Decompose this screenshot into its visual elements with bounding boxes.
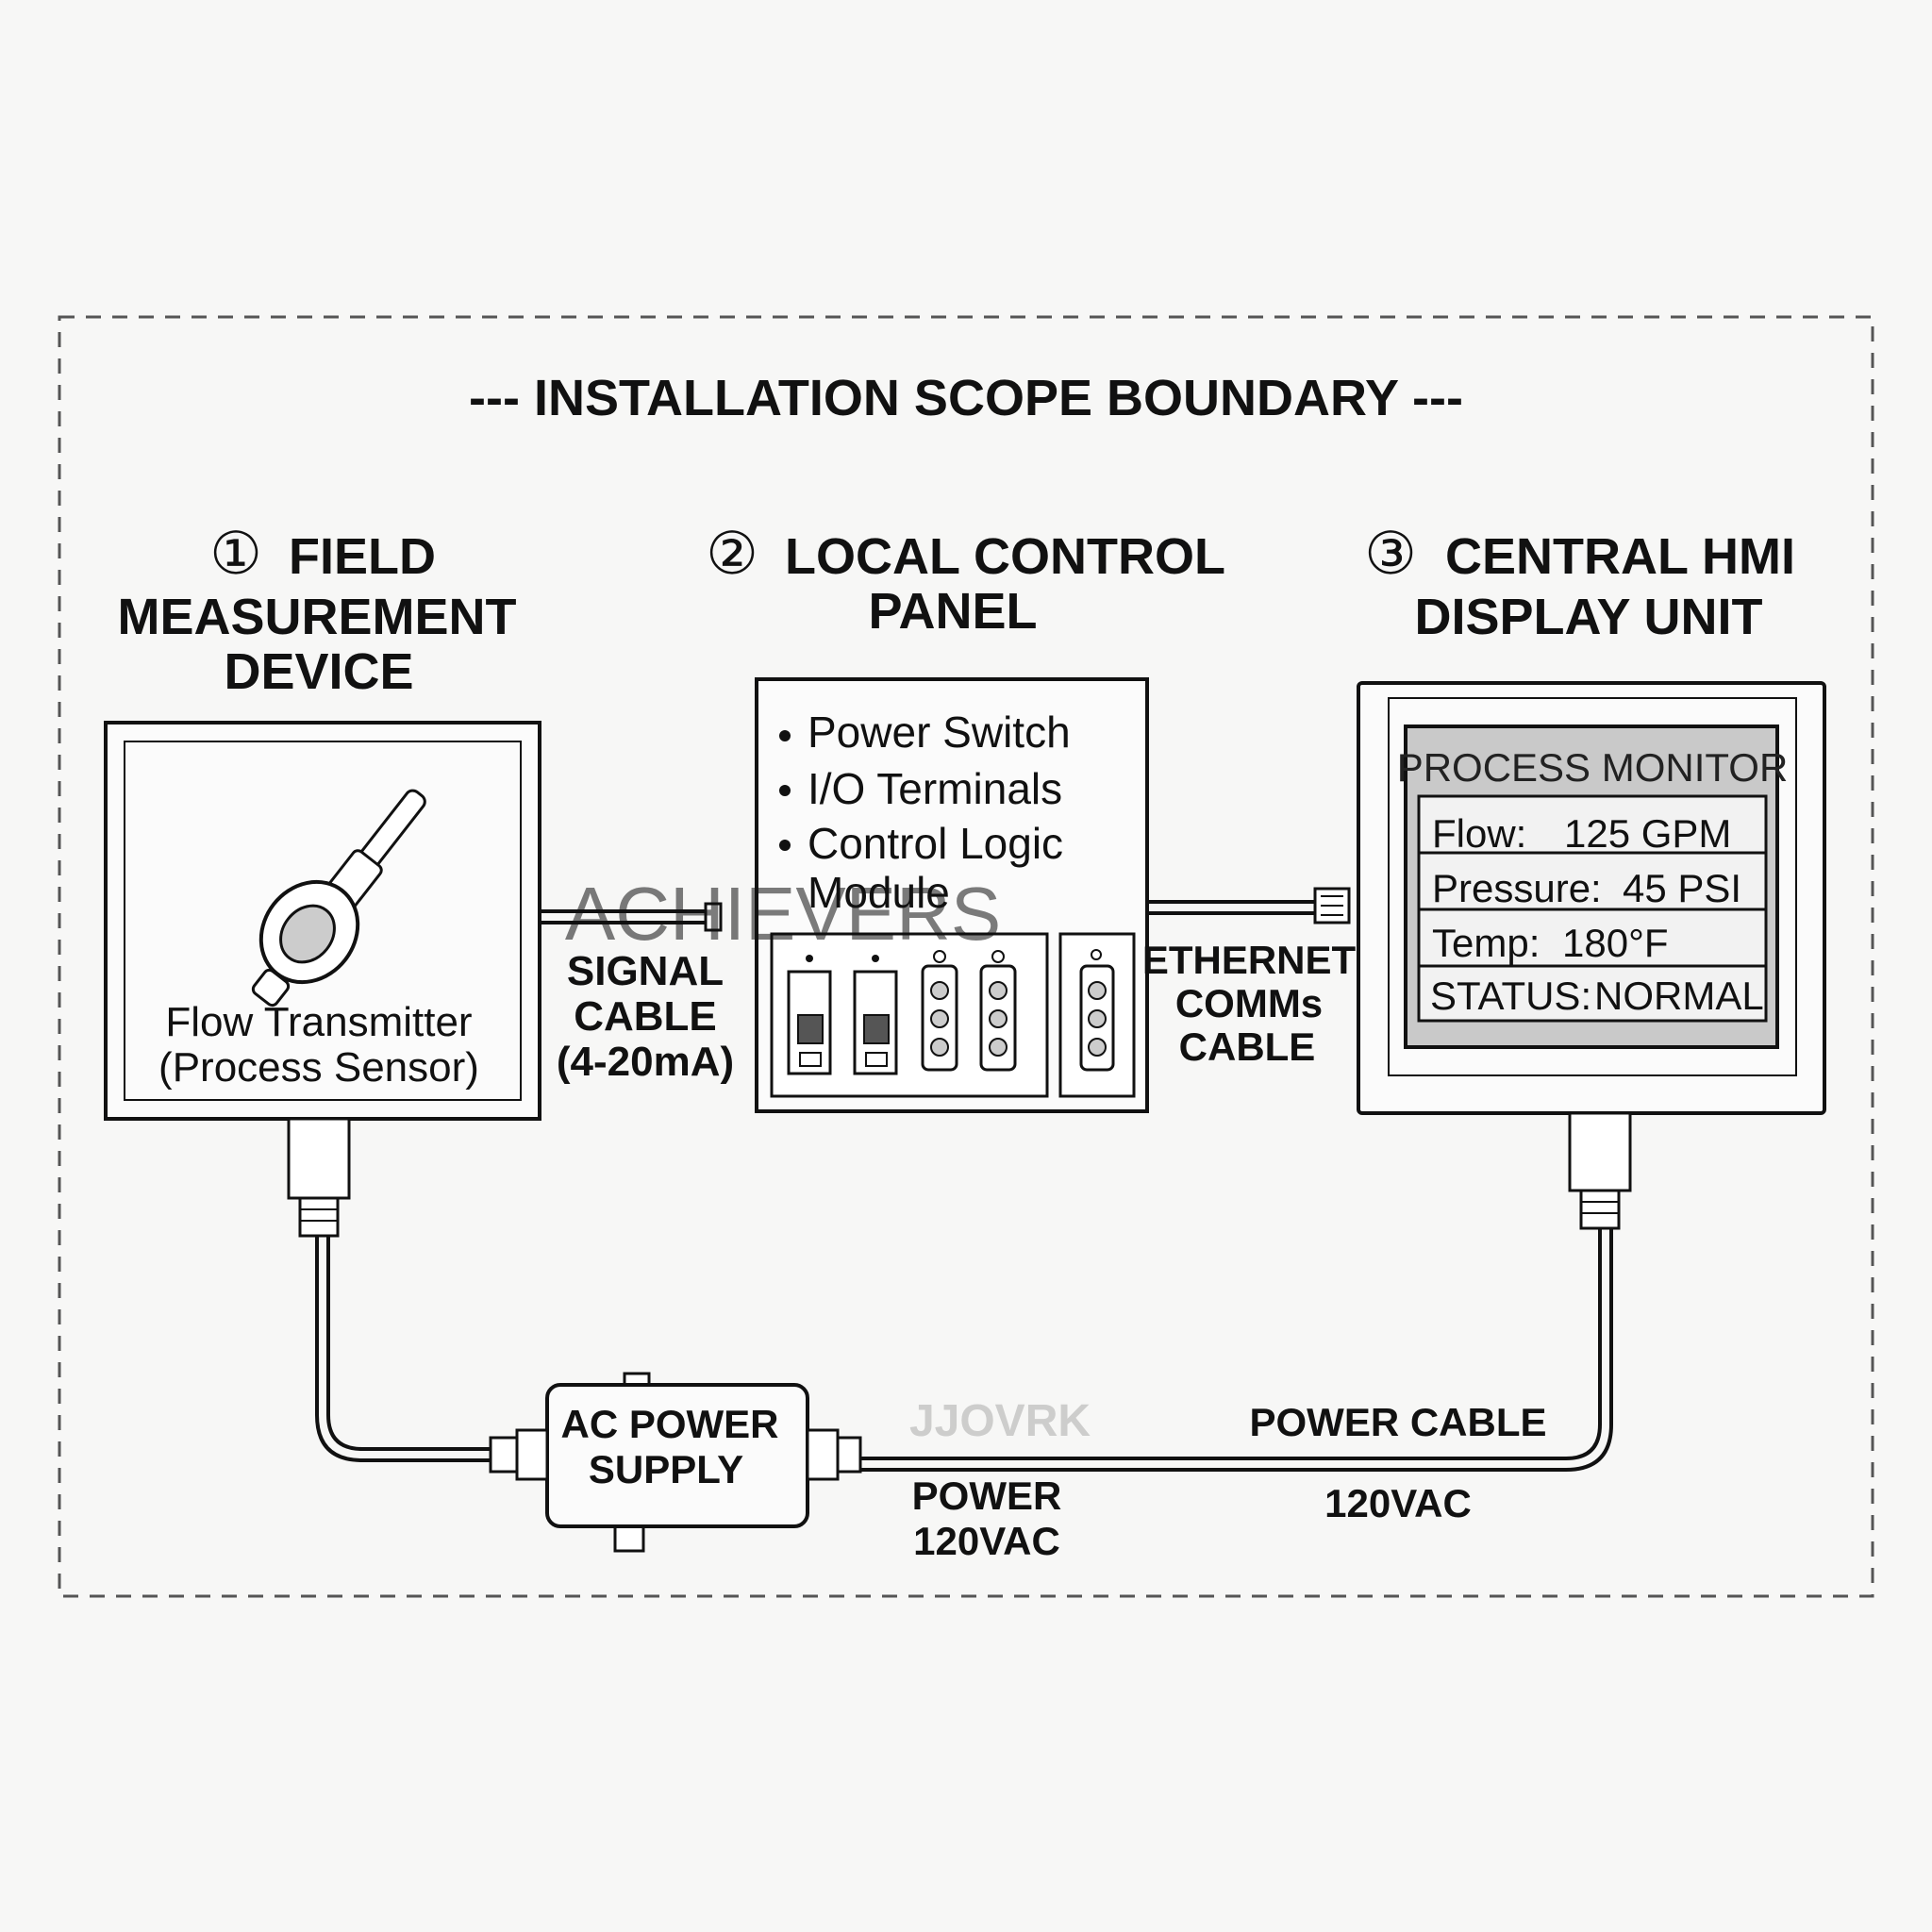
power-left-label-line1: POWER: [912, 1474, 1062, 1518]
ethernet-cable-label-line2: COMMs: [1175, 981, 1323, 1025]
signal-cable-label-line2: CABLE: [574, 993, 717, 1040]
panel-item-power-switch: Power Switch: [808, 708, 1071, 757]
scope-boundary: [58, 315, 1874, 1598]
hmi-display-box: PROCESS MONITOR Flow: 125 GPM Pressure: …: [1357, 681, 1826, 1115]
hmi-power-plug: [1568, 1111, 1632, 1230]
section-hmi-title: CENTRAL HMI: [1445, 528, 1795, 585]
control-panel-box: Power Switch I/O Terminals Control Logic…: [755, 677, 1149, 1113]
terminal-block-3: [1079, 949, 1115, 1072]
power-supply-label: AC POWER: [561, 1402, 779, 1446]
signal-cable-label-line3: (4-20mA): [557, 1039, 734, 1085]
field-device-box: Flow Transmitter (Process Sensor): [104, 721, 541, 1121]
panel-hardware-strip: [770, 932, 1136, 1098]
section-number-2: ②: [706, 522, 758, 587]
watermark-text: ACHIEVERS: [565, 872, 1001, 956]
screen-value-temp: 180°F: [1562, 921, 1669, 965]
screen-label-status: STATUS:: [1430, 974, 1591, 1018]
section-panel-title: LOCAL CONTROL: [785, 528, 1225, 585]
section-panel-heading: ② LOCAL CONTROL PANEL: [706, 522, 1225, 640]
ethernet-cable-label-line1: ETHERNET: [1142, 938, 1357, 982]
screen-row-status: STATUS: NORMAL: [1430, 974, 1764, 1018]
section-field-title: FIELD: [289, 528, 436, 585]
ethernet-cable-label: ETHERNET COMMs CABLE: [1142, 938, 1357, 1069]
breaker-switch-1: [787, 955, 832, 1075]
power-cable-right: [858, 1226, 1613, 1472]
section-number-3: ③: [1364, 522, 1417, 587]
terminal-block-2: [979, 950, 1017, 1072]
signal-cable: [540, 902, 723, 932]
ethernet-cable: [1147, 887, 1351, 924]
section-hmi-title-line2: DISPLAY UNIT: [1414, 589, 1762, 645]
flow-sensor-icon: [251, 789, 426, 1008]
section-field-title-line2: MEASUREMENT: [117, 589, 516, 645]
screen-row-temp: Temp: 180°F: [1432, 921, 1669, 965]
section-hmi-heading: ③ CENTRAL HMI DISPLAY UNIT: [1364, 522, 1795, 645]
screen-label-temp: Temp:: [1432, 921, 1540, 965]
power-supply-sublabel: SUPPLY: [589, 1447, 743, 1491]
ac-power-supply: AC POWER SUPPLY: [489, 1372, 862, 1553]
panel-item-io-terminals: I/O Terminals: [808, 764, 1062, 813]
watermark-faint-text: JJOVRK: [909, 1396, 1091, 1446]
screen-label-flow: Flow:: [1432, 811, 1526, 856]
section-field-title-line3: DEVICE: [224, 643, 413, 700]
power-right-label-line2: 120VAC: [1324, 1481, 1472, 1525]
screen-title: PROCESS MONITOR: [1397, 745, 1789, 790]
screen-label-pressure: Pressure:: [1432, 866, 1602, 910]
section-panel-title-line2: PANEL: [868, 583, 1037, 640]
panel-item-control-logic: Control Logic: [808, 819, 1063, 868]
screen-value-pressure: 45 PSI: [1623, 866, 1741, 910]
signal-cable-label-line1: SIGNAL: [567, 948, 724, 994]
panel-item-module: Module: [808, 868, 950, 917]
screen-value-flow: 125 GPM: [1564, 811, 1731, 856]
terminal-block-1: [921, 950, 958, 1072]
screen-row-pressure: Pressure: 45 PSI: [1432, 866, 1741, 910]
breaker-switch-2: [853, 955, 898, 1075]
power-left-label-line2: 120VAC: [913, 1519, 1060, 1563]
panel-item-list: Power Switch I/O Terminals Control Logic…: [779, 708, 1071, 917]
section-number-1: ①: [209, 522, 262, 587]
screen-row-flow: Flow: 125 GPM: [1432, 811, 1731, 856]
power-cable-left: [315, 1236, 494, 1462]
power-right-label-line1: POWER CABLE: [1250, 1400, 1547, 1444]
signal-cable-label: SIGNAL CABLE (4-20mA): [557, 948, 734, 1085]
power-cable-left-label: POWER 120VAC: [912, 1474, 1062, 1563]
screen-value-status: NORMAL: [1594, 974, 1764, 1018]
ethernet-cable-label-line3: CABLE: [1179, 1024, 1316, 1069]
transmitter-sublabel: (Process Sensor): [158, 1044, 479, 1091]
power-cable-right-label: POWER CABLE 120VAC: [1250, 1400, 1547, 1525]
field-device-power-plug: [287, 1117, 351, 1238]
section-field-heading: ① FIELD MEASUREMENT DEVICE: [117, 522, 516, 700]
transmitter-label: Flow Transmitter: [165, 999, 472, 1045]
boundary-title: --- INSTALLATION SCOPE BOUNDARY ---: [469, 370, 1463, 426]
